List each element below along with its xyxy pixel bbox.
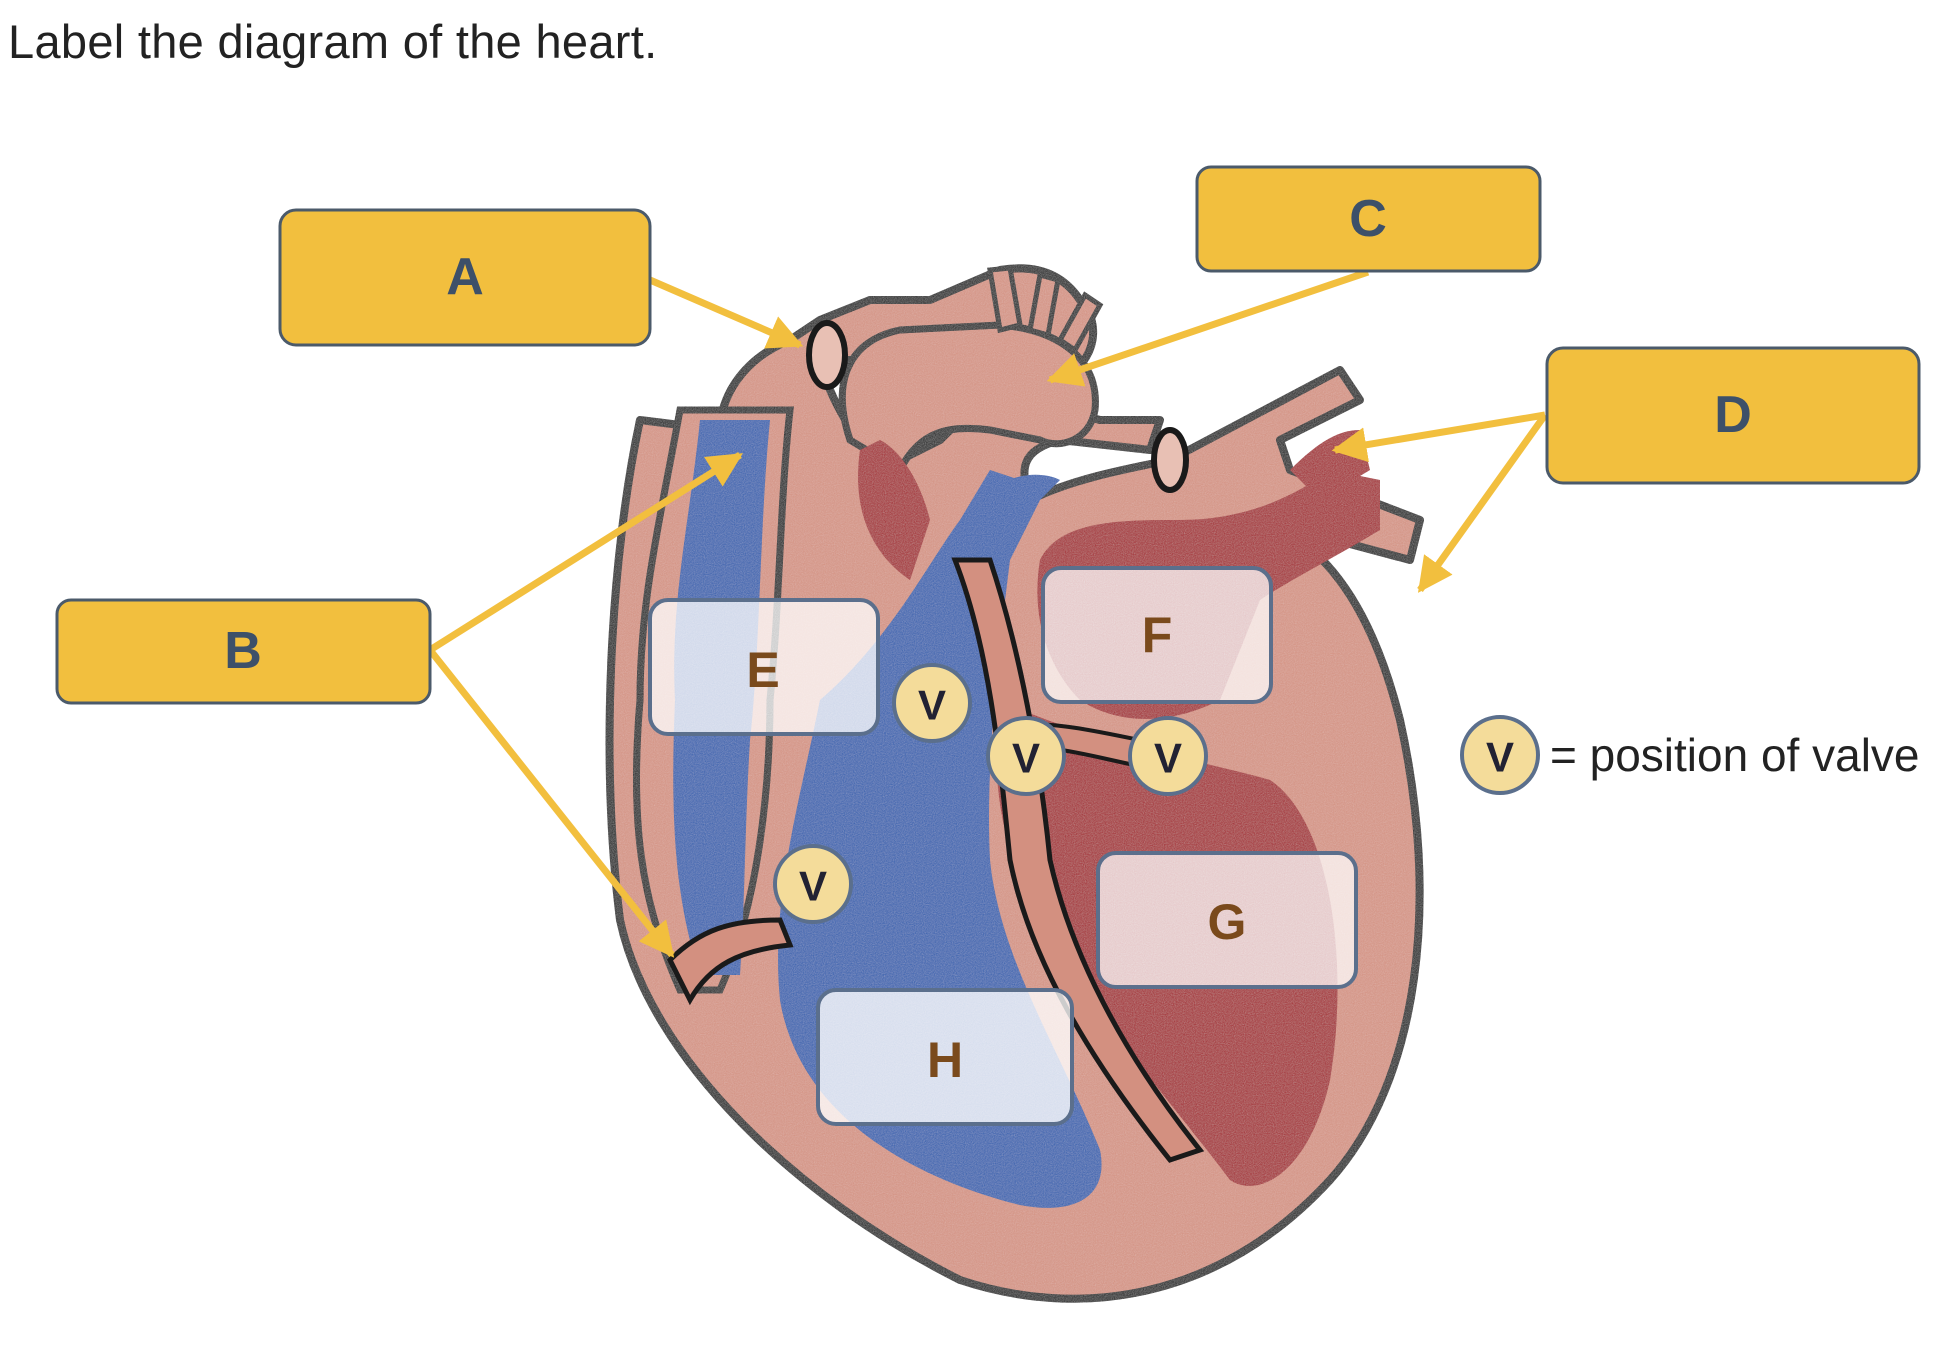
label-c-text: C <box>1349 190 1387 248</box>
legend-valve-icon <box>1460 715 1540 795</box>
label-d-text: D <box>1714 386 1752 444</box>
svg-text:V: V <box>799 863 827 910</box>
legend-symbol: V <box>1486 734 1514 781</box>
arrows <box>427 268 1548 958</box>
label-f-text: F <box>1142 607 1173 663</box>
label-box-a[interactable]: A <box>278 208 652 347</box>
label-box-c[interactable]: C <box>1195 165 1542 273</box>
vena-cava-inlet <box>666 917 794 1006</box>
valve-marker-2: V <box>986 716 1066 796</box>
arrow-c <box>1046 268 1370 387</box>
label-box-b[interactable]: B <box>55 598 432 705</box>
valve-marker-3: V <box>1128 716 1208 796</box>
arrow-b-1 <box>428 452 743 653</box>
svg-text:V: V <box>1154 735 1182 782</box>
instruction-text: Label the diagram of the heart. <box>8 15 658 68</box>
arrow-d-1 <box>1331 411 1546 463</box>
legend-text: = position of valve <box>1550 729 1920 781</box>
legend: V = position of valve <box>1460 715 1920 795</box>
valve-marker-4: V <box>773 844 853 924</box>
label-h-text: H <box>927 1032 963 1088</box>
svg-text:V: V <box>1012 735 1040 782</box>
label-box-e[interactable]: E <box>648 598 880 736</box>
label-b-text: B <box>224 622 262 680</box>
vessel-opening <box>806 320 848 390</box>
label-a-text: A <box>446 248 484 306</box>
label-box-h[interactable]: H <box>816 988 1074 1126</box>
label-e-text: E <box>746 642 779 698</box>
vessel-opening <box>1151 427 1189 493</box>
label-box-g[interactable]: G <box>1096 851 1358 989</box>
label-g-text: G <box>1208 894 1247 950</box>
arrow-b-2 <box>427 647 675 958</box>
arrow-d-2 <box>1417 412 1548 593</box>
valve-marker-1: V <box>892 663 972 743</box>
arrow-a <box>648 276 804 349</box>
label-box-d[interactable]: D <box>1545 346 1921 485</box>
svg-text:V: V <box>918 682 946 729</box>
label-box-f[interactable]: F <box>1041 566 1273 704</box>
